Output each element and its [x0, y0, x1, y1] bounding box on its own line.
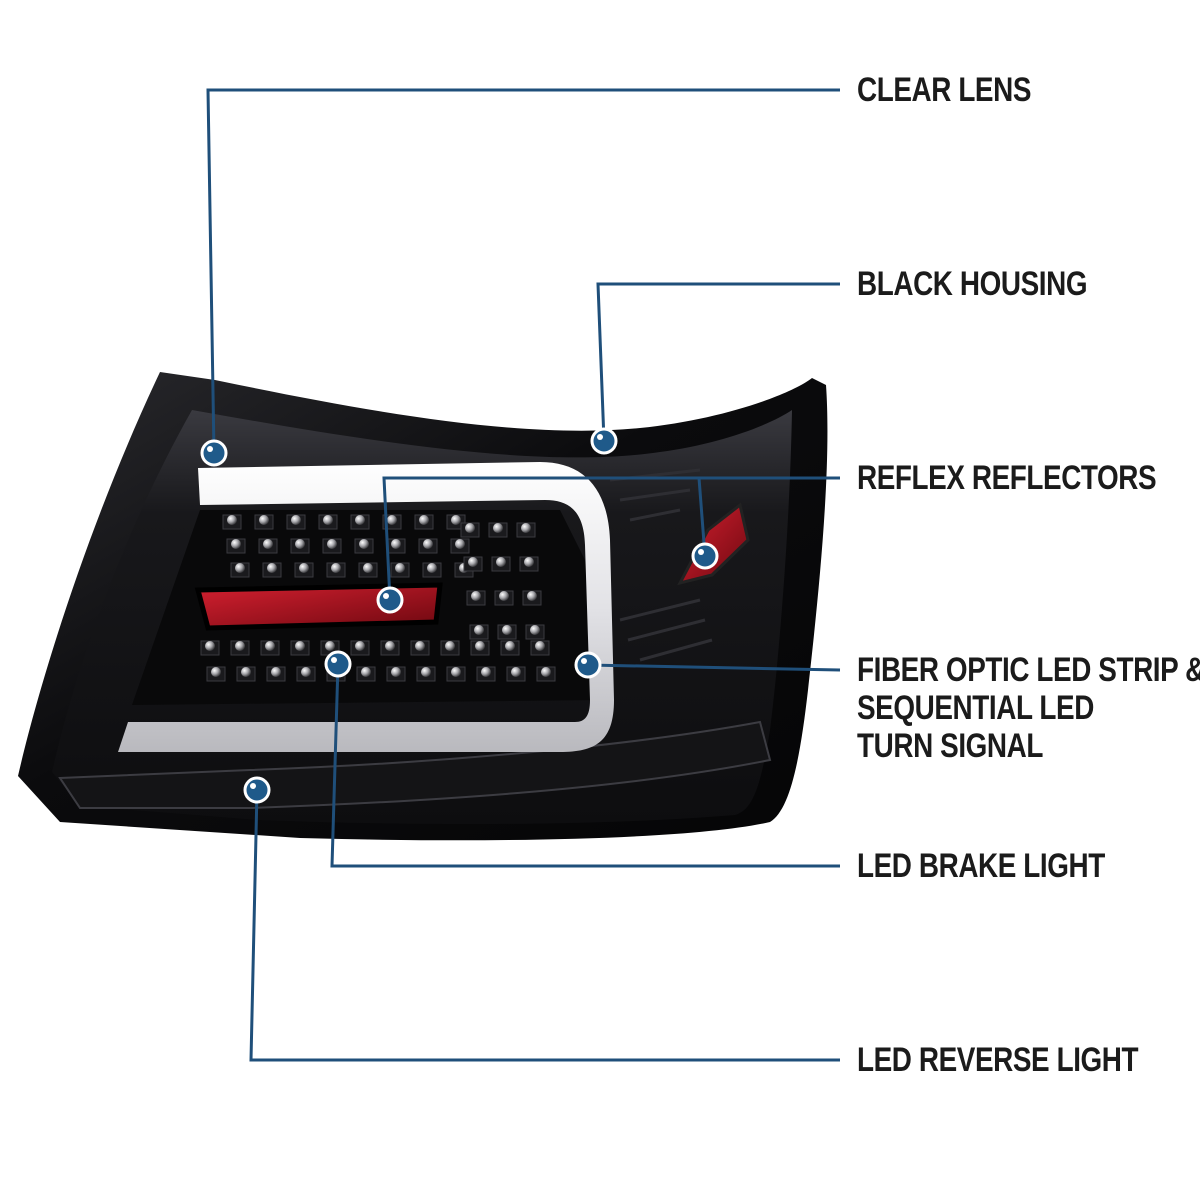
led-chip: [290, 538, 310, 554]
led-chip: [463, 556, 483, 572]
led-chip: [506, 666, 526, 682]
label-clear-lens: CLEAR LENS: [857, 71, 1031, 109]
led-chip: [450, 538, 470, 554]
callout-dot-icon: [590, 427, 618, 455]
tail-light-assembly: [18, 372, 828, 841]
led-chip: [222, 514, 242, 530]
center-reflector: [194, 582, 443, 631]
label-line: BLACK HOUSING: [857, 265, 1088, 303]
led-chip: [318, 514, 338, 530]
led-chip: [416, 666, 436, 682]
led-chip: [230, 562, 250, 578]
led-chip: [460, 522, 480, 538]
led-chip: [525, 624, 545, 640]
led-chip: [258, 538, 278, 554]
label-line: FIBER OPTIC LED STRIP &: [857, 651, 1200, 689]
callout-dot-icon: [376, 586, 404, 614]
callout-dot-icon: [243, 776, 271, 804]
led-chip: [470, 640, 490, 656]
led-chip: [519, 556, 539, 572]
led-chip: [422, 562, 442, 578]
label-line: LED BRAKE LIGHT: [857, 847, 1105, 885]
led-chip: [530, 640, 550, 656]
label-reflex-reflectors: REFLEX REFLECTORS: [857, 459, 1157, 497]
led-chip: [260, 640, 280, 656]
led-chip: [491, 556, 511, 572]
led-chip: [476, 666, 496, 682]
leader-reverse-light: [249, 789, 840, 1062]
label-fiber-optic: FIBER OPTIC LED STRIP & SEQUENTIAL LED T…: [857, 651, 1200, 765]
led-grid: [200, 514, 556, 682]
led-chip: [500, 640, 520, 656]
led-chip: [354, 538, 374, 554]
led-chip: [200, 640, 220, 656]
label-led-reverse-light: LED REVERSE LIGHT: [857, 1041, 1139, 1079]
led-chip: [226, 538, 246, 554]
led-chip: [262, 562, 282, 578]
leader-fiber-optic: [587, 663, 841, 672]
label-line: REFLEX REFLECTORS: [857, 459, 1157, 497]
label-line: TURN SIGNAL: [857, 727, 1043, 765]
label-led-brake-light: LED BRAKE LIGHT: [857, 847, 1105, 885]
led-chip: [254, 514, 274, 530]
led-chip: [390, 562, 410, 578]
led-chip: [356, 666, 376, 682]
led-chip: [350, 640, 370, 656]
led-chip: [286, 514, 306, 530]
led-chip: [296, 666, 316, 682]
led-chip: [522, 590, 542, 606]
label-line: SEQUENTIAL LED: [857, 689, 1094, 727]
led-chip: [290, 640, 310, 656]
label-black-housing: BLACK HOUSING: [857, 265, 1088, 303]
led-chip: [386, 666, 406, 682]
leader-reflector-center: [382, 476, 840, 601]
led-chip: [358, 562, 378, 578]
callout-dot-icon: [691, 542, 719, 570]
led-chip: [446, 666, 466, 682]
led-chip: [230, 640, 250, 656]
led-chip: [294, 562, 314, 578]
led-chip: [322, 538, 342, 554]
label-line: CLEAR LENS: [857, 71, 1032, 109]
led-chip: [380, 640, 400, 656]
leader-black-housing: [596, 282, 840, 442]
callout-dots: [200, 427, 719, 804]
led-chip: [469, 624, 489, 640]
led-chip: [536, 666, 556, 682]
led-chip: [350, 514, 370, 530]
label-line: LED REVERSE LIGHT: [857, 1041, 1139, 1079]
led-chip: [386, 538, 406, 554]
led-chip: [440, 640, 460, 656]
led-chip: [494, 590, 514, 606]
led-chip: [497, 624, 517, 640]
lower-lens-trim: [58, 720, 772, 809]
led-chip: [266, 666, 286, 682]
leader-brake-light: [330, 663, 840, 868]
leader-lines: [206, 88, 841, 1062]
led-chip: [410, 640, 430, 656]
fiber-optic-light-bar: [118, 462, 614, 752]
led-chip: [206, 666, 226, 682]
led-chip: [516, 522, 536, 538]
led-chip: [418, 538, 438, 554]
led-chip: [488, 522, 508, 538]
callout-dot-icon: [324, 650, 352, 678]
led-chip: [236, 666, 256, 682]
led-chip: [326, 562, 346, 578]
callout-dot-icon: [574, 651, 602, 679]
callout-dot-icon: [200, 439, 228, 467]
led-chip: [414, 514, 434, 530]
leader-clear-lens: [206, 88, 840, 454]
led-chip: [466, 590, 486, 606]
